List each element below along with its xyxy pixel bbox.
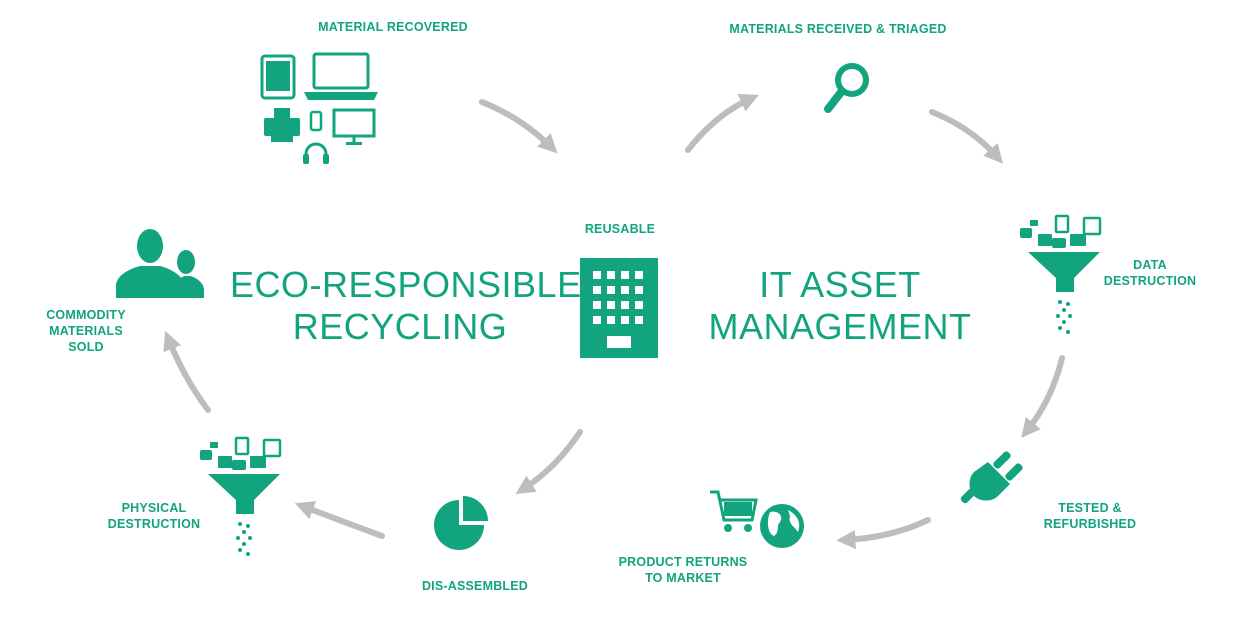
arrow-disassembled-to-physical — [294, 501, 385, 539]
right-title: IT ASSET MANAGEMENT — [708, 264, 972, 347]
arrow-data-to-tested — [1021, 355, 1065, 438]
cart-globe-icon — [710, 490, 804, 548]
arrow-tested-to-returns — [836, 517, 931, 550]
material-recovered-label: MATERIAL RECOVERED — [318, 20, 468, 34]
left-title: ECO-RESPONSIBLE RECYCLING — [230, 264, 582, 347]
arrow-center-to-disassembled — [515, 429, 583, 495]
reusable-label: REUSABLE — [584, 222, 656, 236]
product-returns-label: PRODUCT RETURNS TO MARKET — [618, 555, 748, 585]
magnifier-icon — [824, 63, 869, 113]
funnel-shredder-icon — [1020, 214, 1102, 334]
commodity-sold-label: COMMODITY MATERIALS SOLD — [46, 308, 126, 354]
physical-destruction-label: PHYSICAL DESTRUCTION — [107, 501, 201, 531]
arrow-recovered-to-center — [479, 99, 558, 154]
plug-icon — [960, 451, 1023, 504]
arrow-center-to-received — [685, 93, 760, 153]
tested-refurbished-label: TESTED & REFURBISHED — [1043, 501, 1137, 531]
arrow-received-to-data — [929, 109, 1004, 164]
devices-icon — [260, 52, 378, 164]
materials-received-label: MATERIALS RECEIVED & TRIAGED — [729, 22, 947, 36]
people-icon — [116, 229, 204, 298]
data-destruction-label: DATA DESTRUCTION — [1103, 258, 1197, 288]
pie-chart-icon — [434, 496, 488, 550]
dis-assembled-label: DIS-ASSEMBLED — [421, 579, 529, 593]
arrow-physical-to-commodity — [163, 330, 211, 413]
building-icon — [580, 258, 658, 358]
funnel-shredder-icon-physical — [200, 436, 282, 556]
